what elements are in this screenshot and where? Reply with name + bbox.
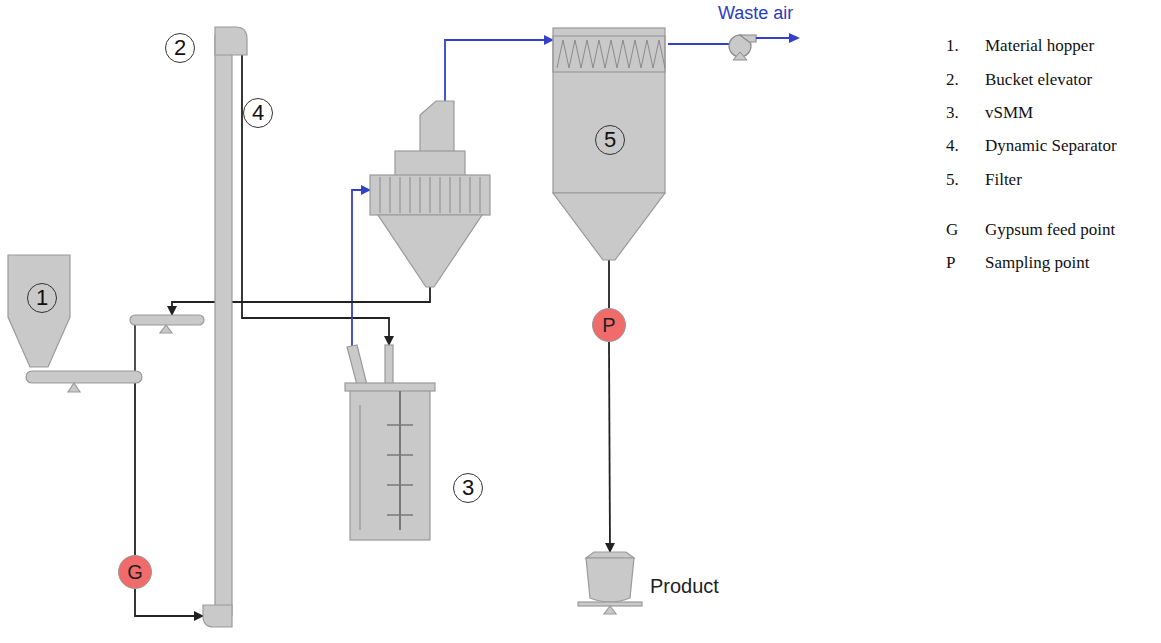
cage-slat [480,177,481,213]
sampling-tag: P [592,308,626,342]
mill-body [350,389,430,540]
cage-slat [430,177,431,213]
callout-number: 4 [243,98,273,128]
air-line [668,43,729,45]
gypsum-feed-tag: G [118,555,152,589]
dynamic-separator-outline [370,95,490,290]
agitator-arm [387,454,413,456]
callout-number: 2 [165,33,195,63]
cage-slat [410,177,411,213]
material-line [172,287,430,315]
separator-housing [395,151,465,177]
key-number: 3. [946,104,959,123]
material-hopper-outline [8,255,208,395]
feed-belt [130,315,204,325]
air-duct-line [352,190,370,346]
key-name: Material hopper [985,37,1094,56]
key-name: Gypsum feed point [985,221,1115,240]
agitator-arm [387,424,413,426]
belt-support [160,325,172,333]
air-line [756,37,790,39]
filter-bags [557,40,665,68]
callout-number: 3 [453,473,483,503]
mill-lid [345,383,435,391]
fan-foot [733,52,747,60]
agitator-arm [387,514,413,516]
key-name: Sampling point [985,254,1089,273]
material-line [608,260,610,308]
key-name: Bucket elevator [985,71,1092,90]
cage-slat [380,177,381,213]
material-line [135,589,203,616]
air-chute [347,345,367,385]
elevator-column [215,35,232,615]
hopper-body [8,255,70,367]
rotor-cage [370,175,490,215]
filter-hopper [553,193,665,260]
scale-foot [604,606,616,614]
mill-liner [360,405,361,530]
cage-slat [440,177,441,213]
elevator-boot [203,605,232,627]
key-name: Dynamic Separator [985,137,1117,156]
air-label: Waste air [718,4,793,24]
cage-slat [460,177,461,213]
key-name: Filter [985,171,1022,190]
material-line [134,383,136,555]
product-label: Product [650,575,719,597]
stirred-media-mill: 3 [345,345,435,545]
callout-number: 5 [595,125,625,155]
feed-line [134,325,136,371]
key-number: 2. [946,71,959,90]
cage-slat [400,177,401,213]
cage-slat [470,177,471,213]
belt-conveyor [26,371,142,383]
fan-outlet [740,35,756,42]
agitator-shaft [399,391,401,530]
bag-body [586,558,634,602]
bag-filter: 5 [553,28,668,263]
feed-pipe [385,345,393,387]
product-bag-outline [578,552,642,614]
key-number: 5. [946,171,959,190]
cage-slat [450,177,451,213]
material-line [609,342,610,552]
stirred-media-mill-outline [345,345,435,545]
key-name: vSMM [985,104,1033,123]
cage-slat [390,177,391,213]
conveyor-support [68,383,80,392]
callout-number: 1 [27,283,57,313]
key-number: 4. [946,137,959,156]
agitator-arm [387,484,413,486]
bag-neck [586,552,634,558]
reject-cone [378,215,482,287]
product-bag: Product [578,552,642,614]
key-number: 1. [946,37,959,56]
air-arrowhead [789,33,800,43]
dynamic-separator: 4 [370,95,490,290]
elevator-head [215,27,247,55]
outlet-duct [420,101,454,153]
tag-letter: P [602,315,615,335]
filter-band [553,36,665,72]
waste-air-duct [668,33,800,60]
key-symbol: G [946,221,958,240]
key-symbol: P [946,254,955,273]
tag-letter: G [127,562,143,582]
air-duct-line [445,40,553,101]
filter-body [553,28,665,193]
material-hopper: 1 [8,255,208,395]
cage-slat [420,177,421,213]
